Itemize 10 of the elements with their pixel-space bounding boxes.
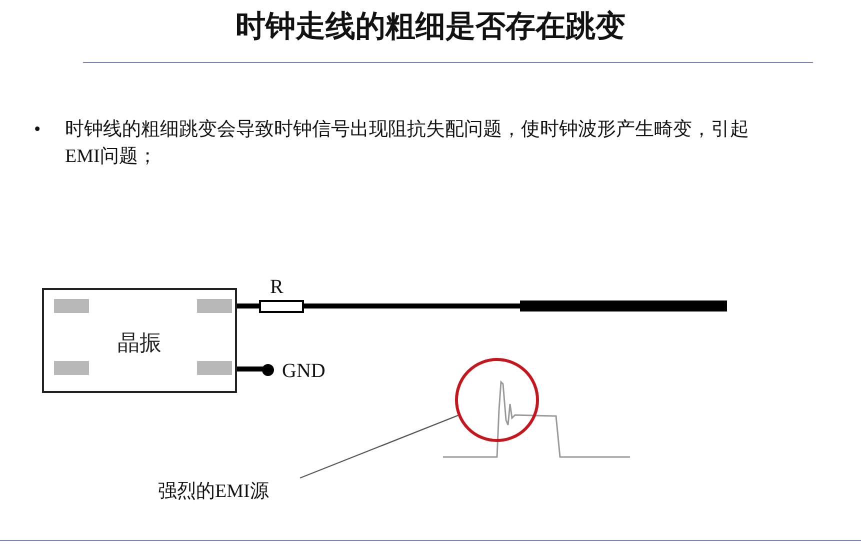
ground-label: GND xyxy=(282,361,326,381)
component-label: 晶振 xyxy=(116,329,162,357)
slide-title: 时钟走线的粗细是否存在跳变 xyxy=(234,8,626,46)
bullet-text: 时钟线的粗细跳变会导致时钟信号出现阻抗失配问题，使时钟波形产生畸变，引起EMI问题； xyxy=(65,118,750,169)
callout-text: 强烈的EMI源 xyxy=(158,478,308,506)
bullet-marker: • xyxy=(34,118,41,142)
resistor-label: R xyxy=(270,277,284,297)
leader-line xyxy=(300,414,458,479)
highlight-circle xyxy=(455,358,539,442)
crystal-oscillator-box xyxy=(42,288,237,393)
